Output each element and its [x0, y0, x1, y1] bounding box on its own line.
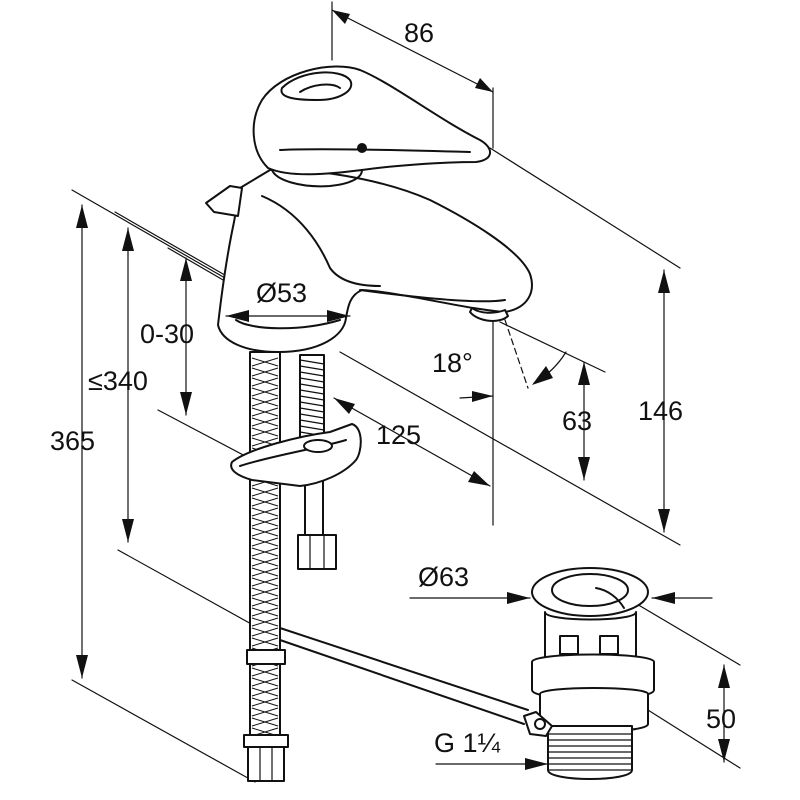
dim-max-340: ≤340 [88, 366, 148, 396]
dim-146: 146 [638, 396, 683, 426]
arrowheads [76, 10, 730, 770]
dim-0-30: 0-30 [140, 319, 194, 349]
dim-365: 365 [50, 426, 95, 456]
dim-thread-g: G 1¼ [434, 728, 501, 758]
dim-diameter-63: Ø63 [418, 562, 469, 592]
dimension-labels: 86 Ø53 0-30 ≤340 365 18° 125 63 146 Ø63 … [50, 18, 736, 758]
dim-diameter-53: Ø53 [256, 278, 307, 308]
extension-lines [71, 1, 741, 783]
mounting-bracket [230, 423, 362, 487]
flexible-hose-left [243, 351, 289, 782]
faucet-body [205, 65, 533, 353]
drain-fitting [523, 567, 655, 780]
pull-rod [279, 627, 529, 725]
dim-18-degrees: 18° [432, 348, 473, 378]
dim-50: 50 [706, 704, 736, 734]
dim-125: 125 [376, 420, 421, 450]
dim-63: 63 [562, 406, 592, 436]
dim-86: 86 [404, 18, 434, 48]
